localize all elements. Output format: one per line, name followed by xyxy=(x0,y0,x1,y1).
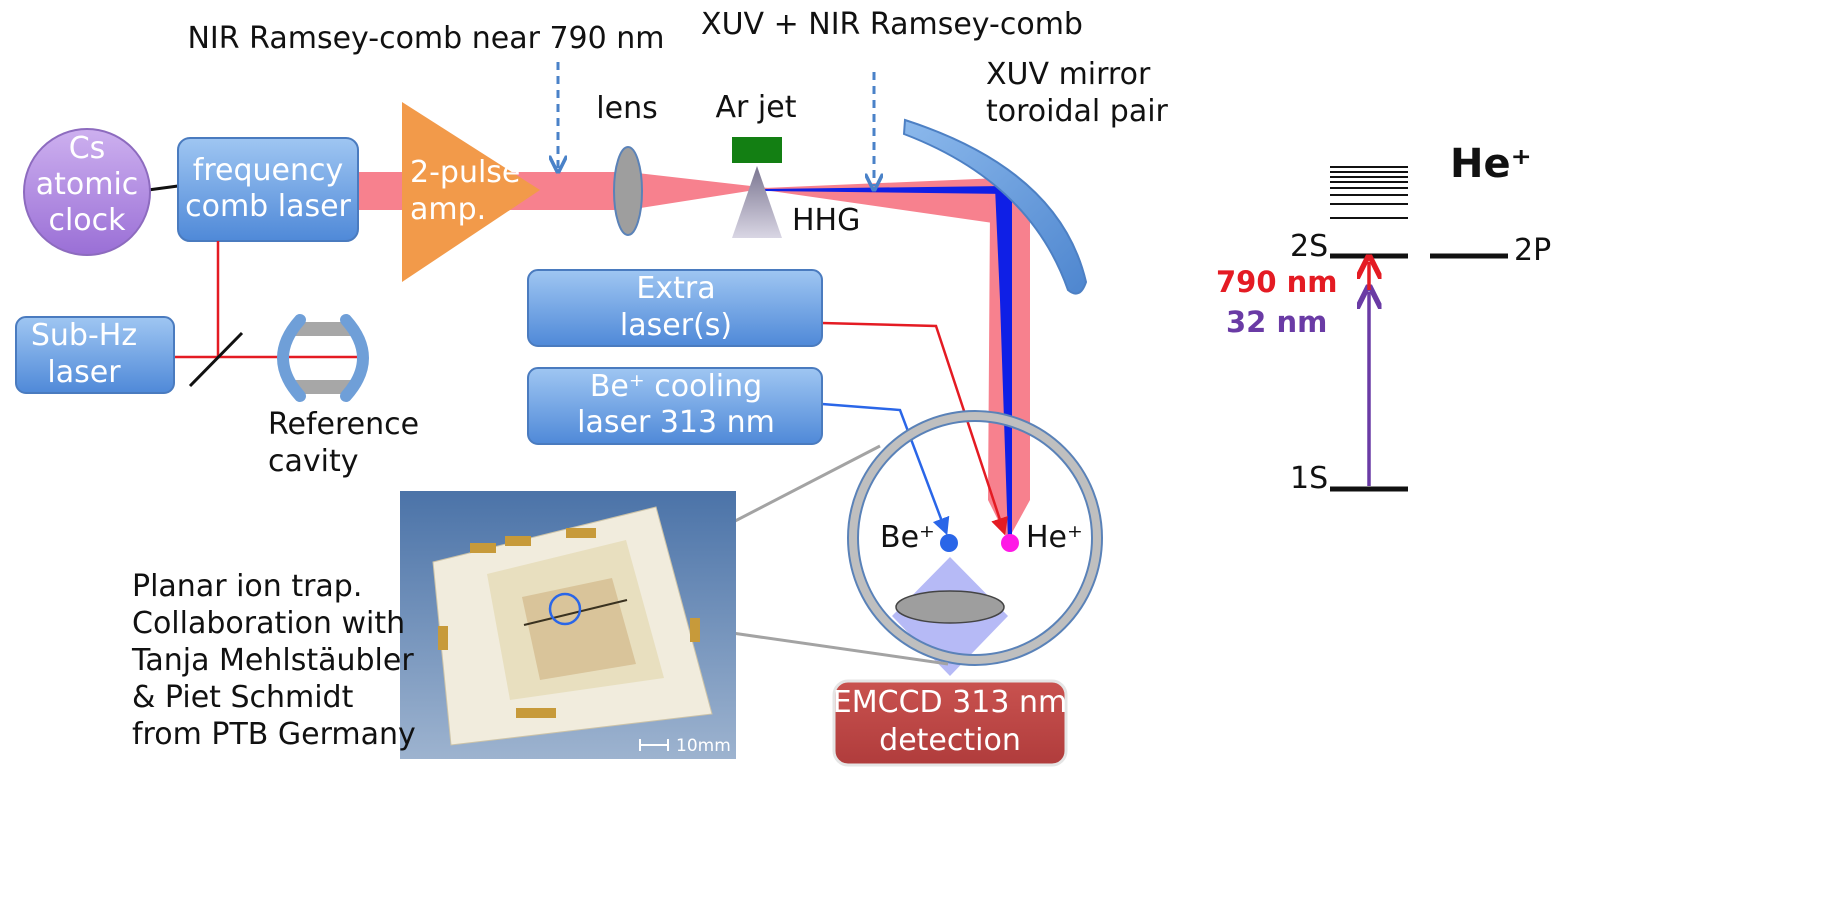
sub-hz-line1: Sub-Hz xyxy=(31,318,137,353)
mirror-label-line1: XUV mirror xyxy=(986,57,1151,92)
trap-caption: Planar ion trap. Collaboration with Tanj… xyxy=(131,569,416,752)
nir-comb-label: NIR Ramsey-comb near 790 nm xyxy=(187,21,664,56)
he-ion-dot xyxy=(1001,534,1019,552)
emccd-detector: EMCCD 313 nm detection xyxy=(832,679,1068,767)
wavelength-790-label: 790 nm xyxy=(1216,265,1338,299)
caption-line4: & Piet Schmidt xyxy=(132,680,354,715)
xuv-beam xyxy=(764,186,1012,540)
extra-laser: Extra laser(s) xyxy=(527,269,1008,536)
cs-clock-line3: clock xyxy=(48,203,126,238)
rydberg-levels xyxy=(1330,166,1408,219)
trap-chamber: Be⁺ He⁺ xyxy=(847,410,1103,676)
ar-jet: Ar jet HHG xyxy=(716,90,860,238)
caption-line5: from PTB Germany xyxy=(132,717,416,752)
xuv-comb-label: XUV + NIR Ramsey-comb xyxy=(701,7,1083,42)
scale-bar-label: 10mm xyxy=(676,736,731,756)
lens: lens xyxy=(596,91,658,236)
comb-pointers: NIR Ramsey-comb near 790 nm XUV + NIR Ra… xyxy=(187,7,1083,186)
energy-level-diagram: He⁺ 2S 2P 1S 790 nm 32 nm xyxy=(1216,141,1551,496)
ref-cavity-line2: cavity xyxy=(268,444,358,479)
ref-cavity-line1: Reference xyxy=(268,407,419,442)
wavelength-32-label: 32 nm xyxy=(1226,305,1327,339)
be-cooling-line1: Be⁺ cooling xyxy=(590,369,762,404)
ar-jet-label: Ar jet xyxy=(716,90,797,125)
he-ion-label: He⁺ xyxy=(1026,520,1083,555)
he-plus-title: He⁺ xyxy=(1450,141,1532,187)
sub-hz-laser: Sub-Hz laser xyxy=(15,241,362,394)
freq-comb-line1: frequency xyxy=(193,153,343,188)
amp-line1: 2-pulse xyxy=(410,155,520,190)
level-2p-label: 2P xyxy=(1514,233,1551,268)
amp-line2: amp. xyxy=(410,192,486,227)
cs-atomic-clock: Cs atomic clock xyxy=(23,128,179,256)
be-ion-label: Be⁺ xyxy=(880,520,935,555)
level-1s-label: 1S xyxy=(1290,461,1328,496)
emccd-line2: detection xyxy=(879,723,1021,758)
reference-cavity: Reference cavity xyxy=(268,314,419,479)
emccd-line1: EMCCD 313 nm xyxy=(833,685,1067,720)
mirror-label-line2: toroidal pair xyxy=(986,94,1169,129)
cs-clock-line2: atomic xyxy=(36,167,139,202)
hhg-label: HHG xyxy=(792,203,860,238)
be-ion-dot xyxy=(940,534,958,552)
caption-line3: Tanja Mehlstäubler xyxy=(131,643,414,678)
extra-laser-line1: Extra xyxy=(636,271,715,306)
sub-hz-line2: laser xyxy=(47,355,121,390)
be-cooling-laser: Be⁺ cooling laser 313 nm xyxy=(527,367,950,536)
caption-line2: Collaboration with xyxy=(132,606,405,641)
freq-comb-line2: comb laser xyxy=(185,189,351,224)
amplifier: 2-pulse amp. xyxy=(402,102,540,282)
cs-clock-line1: Cs xyxy=(69,131,106,166)
caption-line1: Planar ion trap. xyxy=(132,569,362,604)
frequency-comb-laser: frequency comb laser xyxy=(177,137,359,242)
extra-laser-line2: laser(s) xyxy=(620,308,732,343)
be-cooling-line2: laser 313 nm xyxy=(577,405,775,440)
lens-label: lens xyxy=(596,91,657,126)
planar-trap-photo: 10mm xyxy=(400,491,736,759)
level-2s-label: 2S xyxy=(1290,229,1328,264)
xuv-mirror: XUV mirror toroidal pair xyxy=(902,57,1169,295)
